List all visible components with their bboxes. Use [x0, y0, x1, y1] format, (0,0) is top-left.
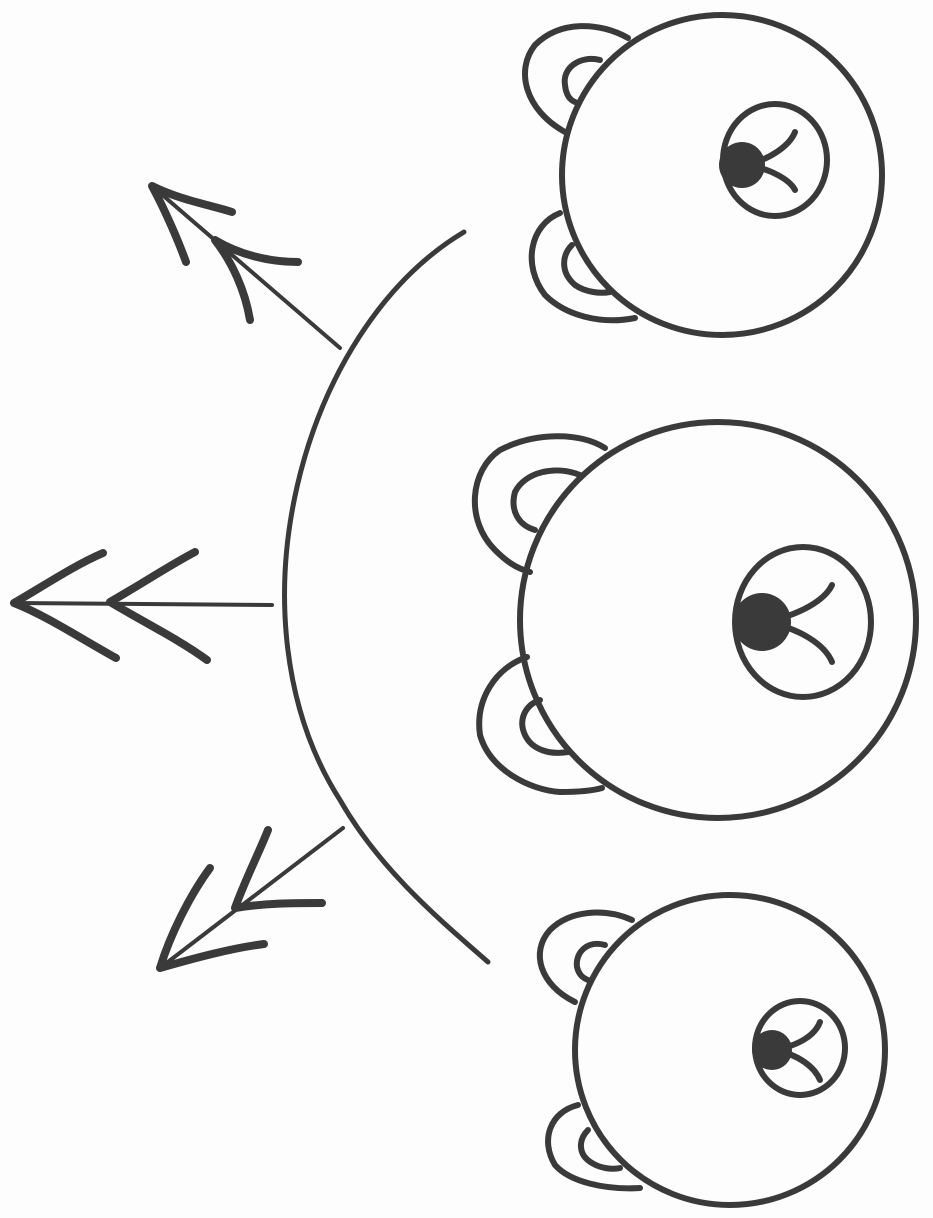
bear-ear: [475, 436, 605, 572]
bear-ear: [548, 1105, 640, 1188]
arrow-fletching: [235, 830, 322, 908]
arrow-fletching: [215, 240, 298, 320]
bear-ear: [525, 26, 628, 132]
arc: [285, 232, 488, 962]
bear-ear: [532, 213, 635, 320]
lower-arrow: [160, 828, 343, 968]
bear-ear: [479, 657, 602, 792]
bear-face-middle: [475, 422, 916, 818]
bear-face-top: [525, 15, 882, 335]
arrow-shaft: [14, 603, 272, 605]
arrow-shaft: [152, 186, 340, 348]
bear-face-bottom: [540, 895, 885, 1205]
bear-head: [520, 422, 916, 818]
bear-head: [575, 895, 885, 1205]
middle-arrow: [14, 552, 272, 660]
bear-mouth: [775, 1022, 820, 1080]
upper-arrow: [152, 186, 340, 348]
